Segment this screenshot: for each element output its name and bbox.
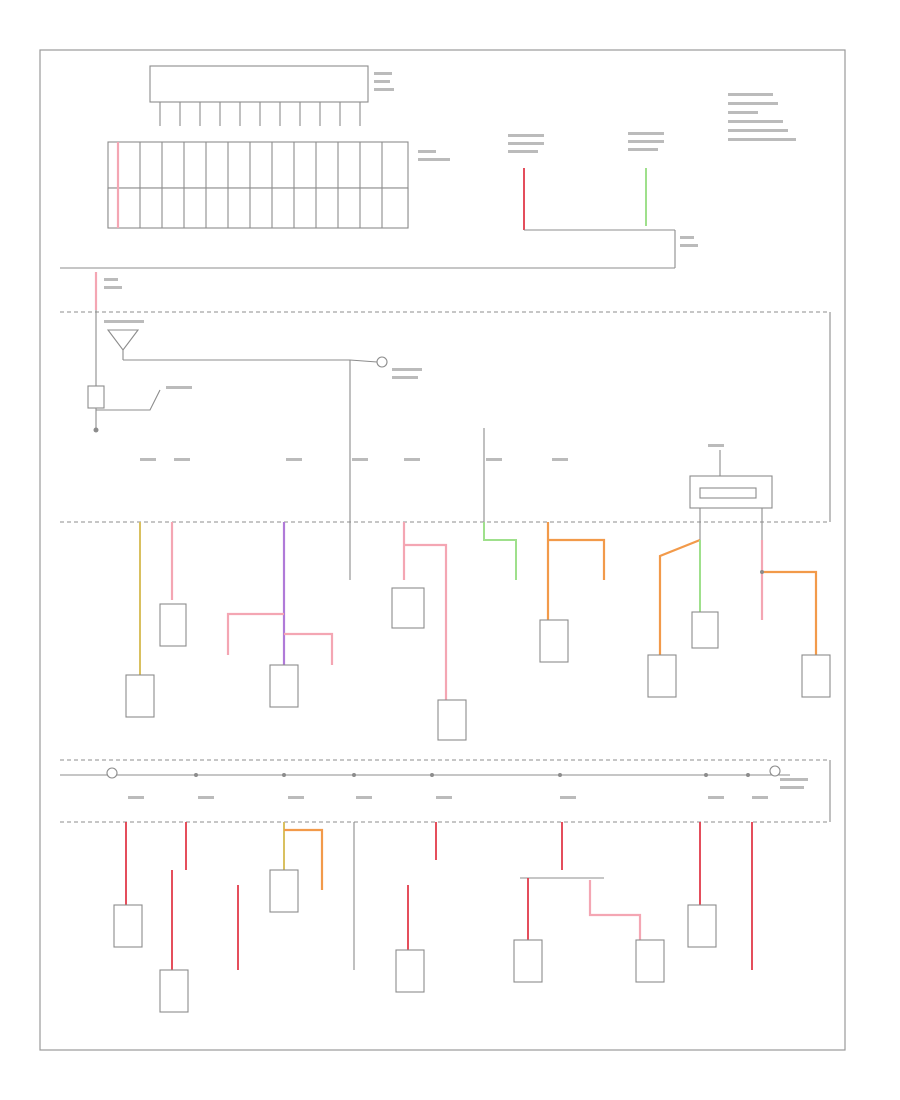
main-fuse-row (140, 360, 773, 540)
power-relay (87, 272, 422, 433)
top-module (149, 65, 394, 126)
main-circuits (125, 522, 831, 741)
top-right-feeds (508, 132, 698, 268)
rear-fuse-row (60, 765, 808, 799)
fuse-strip (107, 141, 450, 229)
rear-circuits (113, 822, 753, 1013)
legend (728, 93, 796, 141)
diagram-frame (39, 49, 846, 1051)
